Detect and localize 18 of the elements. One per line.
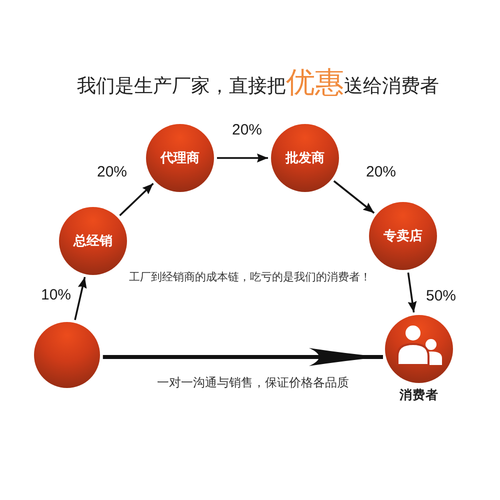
arrow xyxy=(74,276,87,320)
edge-label: 50% xyxy=(426,288,456,304)
stage-circle: 总经销 xyxy=(59,207,127,275)
stage-circle: 专卖店 xyxy=(369,202,437,270)
edge-label: 一对一沟通与销售，保证价格各品质 xyxy=(157,374,349,392)
note-text: 工厂到经销商的成本链，吃亏的是我们的消费者！ xyxy=(129,270,371,284)
edge-label: 20% xyxy=(232,122,262,138)
edge-label: 20% xyxy=(366,164,396,180)
edge-label: 10% xyxy=(40,286,72,304)
stage-circle: 代理商 xyxy=(146,124,214,192)
arrow xyxy=(407,272,417,313)
edge-label: 20% xyxy=(96,164,128,180)
title: 我们是生产厂家，直接把优惠送给消费者 xyxy=(76,64,440,101)
node-label: 消费者 xyxy=(400,387,438,404)
arrow xyxy=(217,154,268,162)
arrow xyxy=(333,180,375,214)
arrow xyxy=(119,182,154,216)
stage-circle: 批发商 xyxy=(271,124,339,192)
